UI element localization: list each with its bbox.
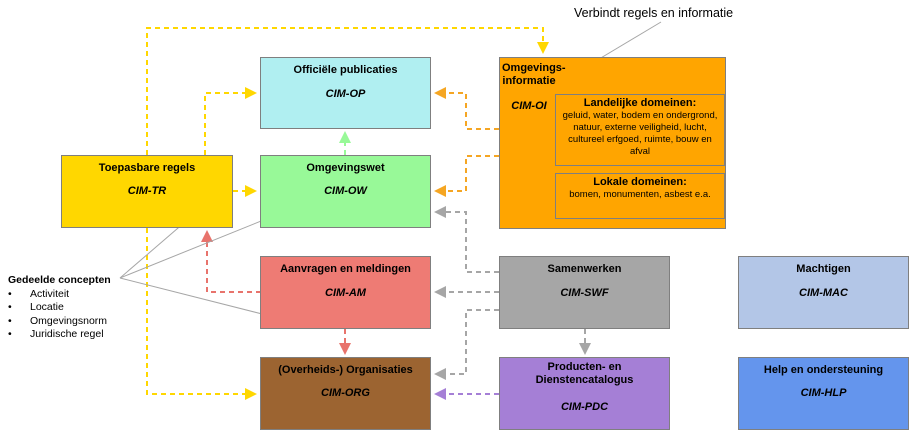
tr-to-op-connector — [204, 87, 257, 155]
local-domains-text: bomen, monumenten, asbest e.a. — [569, 189, 711, 200]
concept-pointer-ow — [119, 214, 277, 279]
oi-to-op-connector — [434, 87, 499, 130]
oi-to-ow-connector — [434, 155, 499, 197]
concept-pointer-am — [119, 277, 271, 317]
box-code: CIM-ORG — [321, 387, 370, 399]
box-code: CIM-TR — [127, 185, 167, 197]
shared-concepts: Gedeelde concepten Activiteit Locatie Om… — [8, 274, 111, 342]
box-cim-hlp: Help en ondersteuning CIM-HLP — [738, 357, 909, 430]
local-domains-box: Lokale domeinen: bomen, monumenten, asbe… — [555, 173, 725, 219]
annotation-text: Verbindt regels en informatie — [574, 6, 734, 20]
box-title: Producten- en Dienstencatalogus — [535, 361, 634, 386]
box-code: CIM-OI — [511, 100, 547, 112]
box-cim-ow: Omgevingswet CIM-OW — [260, 155, 431, 228]
tr-to-oi-connector — [146, 27, 549, 155]
box-title: Help en ondersteuning — [763, 364, 884, 376]
tr-to-org-connector — [146, 228, 257, 400]
box-title: Omgevingswet — [306, 162, 385, 174]
box-title: Aanvragen en meldingen — [280, 263, 411, 275]
box-cim-mac: Machtigen CIM-MAC — [738, 256, 909, 329]
box-code: CIM-AM — [325, 287, 366, 299]
am-to-tr-connector — [201, 230, 261, 293]
box-cim-pdc: Producten- en Dienstencatalogus CIM-PDC — [499, 357, 670, 430]
box-code: CIM-HLP — [800, 387, 847, 399]
box-code: CIM-MAC — [799, 287, 848, 299]
box-code: CIM-OW — [324, 185, 367, 197]
list-item: Activiteit — [8, 288, 111, 302]
box-cim-op: Officiële publicaties CIM-OP — [260, 57, 431, 129]
box-title: (Overheids-) Organisaties — [278, 364, 413, 376]
local-domains-title: Lokale domeinen: — [593, 176, 687, 188]
box-title: Machtigen — [796, 263, 851, 275]
shared-concepts-title: Gedeelde concepten — [8, 274, 111, 286]
box-title: Omgevings- informatie — [502, 62, 566, 87]
swf-to-ow-connector — [434, 206, 499, 273]
box-cim-tr: Toepasbare regels CIM-TR — [61, 155, 233, 228]
box-code: CIM-PDC — [560, 401, 609, 413]
list-item: Omgevingsnorm — [8, 315, 111, 329]
box-cim-am: Aanvragen en meldingen CIM-AM — [260, 256, 431, 329]
national-domains-box: Landelijke domeinen: geluid, water, bode… — [555, 94, 725, 166]
national-domains-title: Landelijke domeinen: — [583, 97, 697, 109]
shared-concepts-list: Activiteit Locatie Omgevingsnorm Juridis… — [8, 288, 111, 342]
box-code: CIM-OP — [325, 88, 366, 100]
box-cim-swf: Samenwerken CIM-SWF — [499, 256, 670, 329]
national-domains-text: geluid, water, bodem en ondergrond, natu… — [562, 110, 718, 157]
list-item: Locatie — [8, 301, 111, 315]
list-item: Juridische regel — [8, 328, 111, 342]
box-code: CIM-SWF — [560, 287, 609, 299]
box-cim-org: (Overheids-) Organisaties CIM-ORG — [260, 357, 431, 430]
box-title: Officiële publicaties — [293, 64, 398, 76]
box-title: Samenwerken — [547, 263, 622, 275]
box-title: Toepasbare regels — [98, 162, 196, 174]
swf-to-org-connector — [434, 309, 499, 380]
